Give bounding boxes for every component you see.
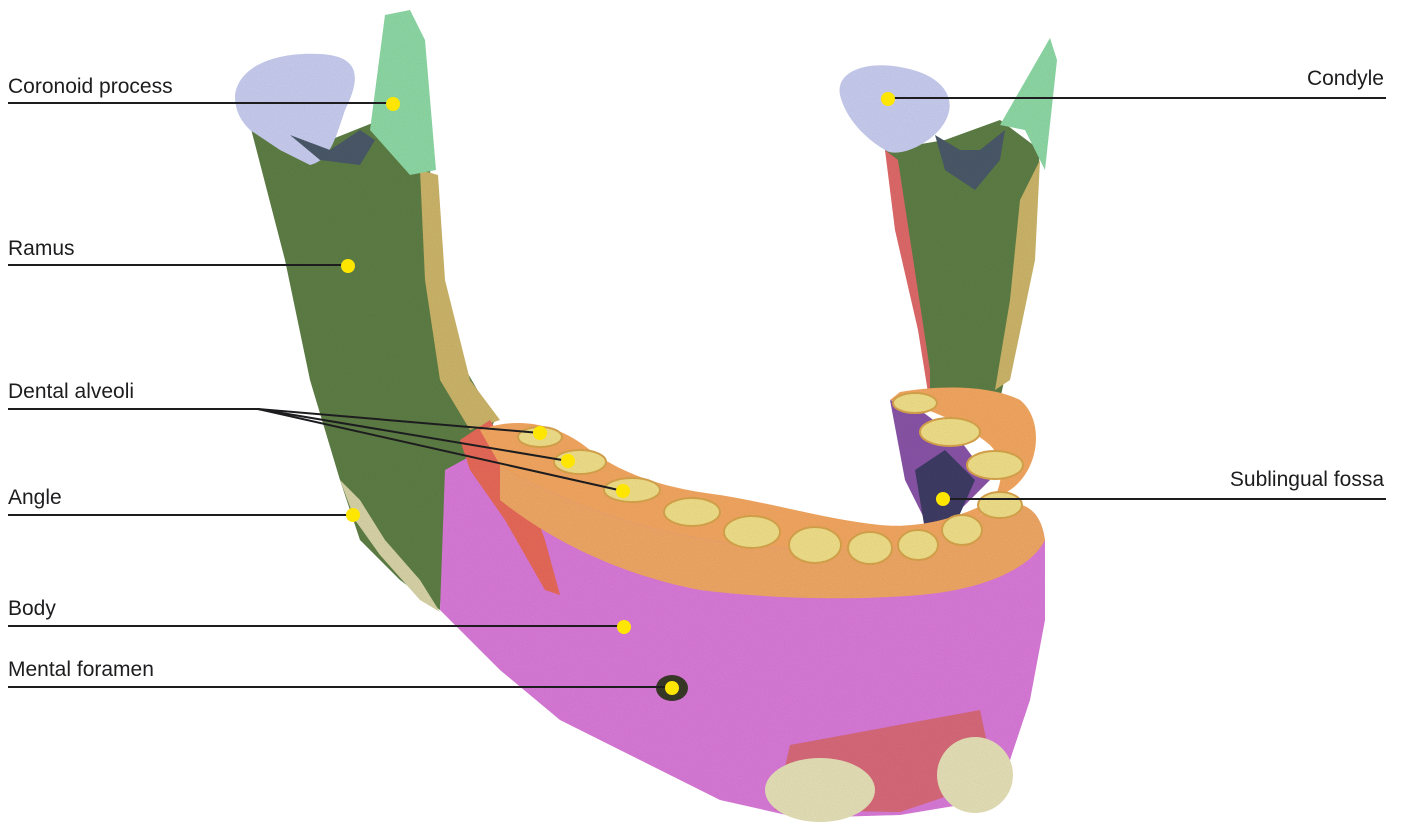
socket-5 (724, 516, 780, 548)
ramus-marker (341, 259, 355, 273)
condyle-marker (881, 92, 895, 106)
ramus-label: Ramus (8, 238, 75, 259)
socket-12 (920, 418, 980, 446)
condyle-label: Condyle (1307, 68, 1384, 89)
mental-foramen-marker (665, 681, 679, 695)
body-label: Body (8, 598, 56, 619)
left-mental-tubercle (765, 758, 875, 822)
sublingual-fossa-label: Sublingual fossa (1230, 469, 1384, 490)
socket-4 (664, 498, 720, 526)
dental-alveoli-marker-3 (616, 484, 630, 498)
body-marker (617, 620, 631, 634)
dental-alveoli-label: Dental alveoli (8, 381, 134, 402)
socket-9 (942, 515, 982, 545)
socket-6 (789, 527, 841, 563)
socket-10 (978, 492, 1022, 518)
bone-regions (235, 10, 1057, 822)
coronoid-process-marker (386, 97, 400, 111)
right-mental-tubercle (937, 737, 1013, 813)
coronoid-process-label: Coronoid process (8, 76, 173, 97)
dental-alveoli-marker-2 (561, 454, 575, 468)
sublingual-fossa-marker (936, 492, 950, 506)
mental-foramen-label: Mental foramen (8, 659, 154, 680)
dental-alveoli-marker-1 (533, 426, 547, 440)
angle-label: Angle (8, 487, 62, 508)
socket-13 (893, 393, 937, 413)
socket-11 (967, 451, 1023, 479)
socket-7 (848, 532, 892, 564)
angle-marker (346, 508, 360, 522)
right-condyle-region (840, 65, 950, 152)
socket-8 (898, 530, 938, 560)
socket-3 (604, 478, 660, 502)
